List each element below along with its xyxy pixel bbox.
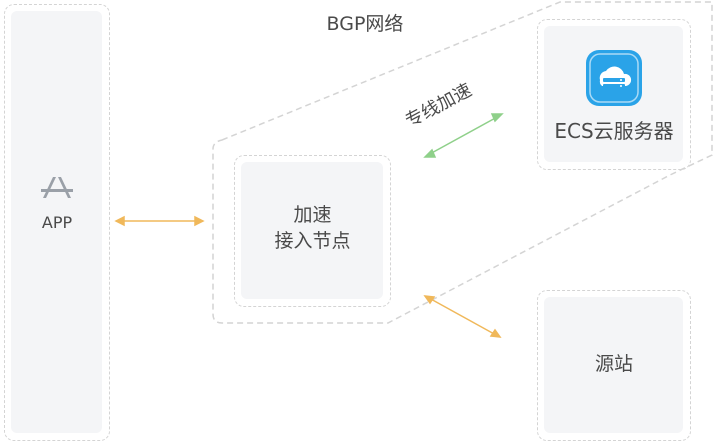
- dedicated-line-arrow: [423, 113, 504, 158]
- node-origin-arrow: [423, 295, 502, 338]
- access-node-panel: [241, 162, 383, 299]
- app-node-arrow: [114, 215, 205, 227]
- origin-label: 源站: [594, 353, 633, 375]
- app-store-icon: [37, 174, 77, 204]
- app-label: APP: [41, 213, 73, 232]
- bgp-network-label: BGP网络: [326, 13, 404, 35]
- access-node-line2: 接入节点: [274, 229, 351, 252]
- ecs-label: ECS云服务器: [554, 119, 674, 143]
- origin-panel: [544, 297, 683, 433]
- access-node-container: [234, 155, 391, 307]
- app-panel: [11, 11, 102, 433]
- origin-container: [537, 290, 691, 441]
- access-node-line1: 加速: [293, 204, 332, 226]
- app-container: [4, 4, 110, 441]
- cloud-server-icon: [584, 48, 644, 108]
